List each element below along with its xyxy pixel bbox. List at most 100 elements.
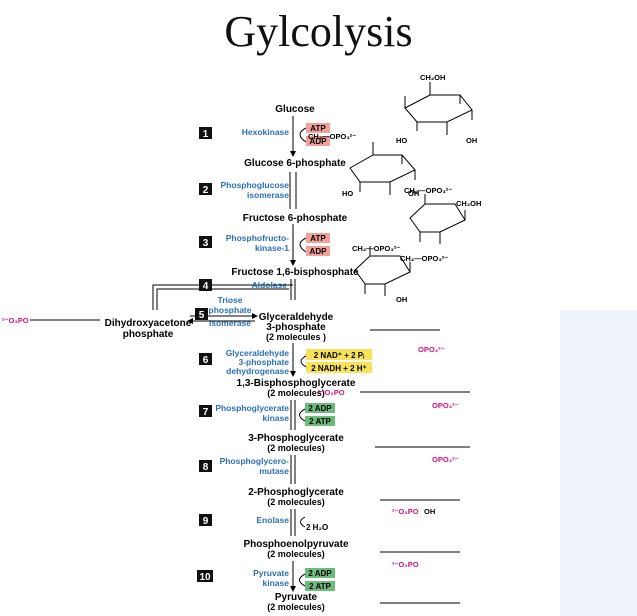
enzyme-phosphoglycero: Phosphoglycero- — [220, 456, 290, 466]
step-number-1: 1 — [203, 129, 209, 140]
metabolite-count-13bpg: (2 molecules) — [267, 388, 325, 398]
enzyme-isomerase-tpi: isomerase — [209, 318, 251, 328]
metabolite-3-phosphoglycerate: 3-Phosphoglycerate — [248, 433, 344, 444]
step-numbers: 1 2 3 4 5 6 7 8 9 10 — [195, 127, 213, 583]
metabolite-count-g3p: (2 molecules ) — [266, 332, 326, 342]
metabolite-fructose-6-phosphate: Fructose 6-phosphate — [243, 213, 348, 224]
curve-step-3 — [299, 237, 307, 253]
cofactor-adp-1: ADP — [310, 137, 328, 146]
metabolite-fructose-1-6-bisphosphate: Fructose 1,6-bisphosphate — [231, 267, 359, 278]
curve-step-1 — [299, 127, 307, 143]
enzyme-pyruvate-kinase: kinase — [263, 578, 290, 588]
step-number-8: 8 — [203, 462, 209, 473]
step-box-3 — [199, 236, 212, 248]
step-box-9 — [199, 514, 212, 526]
enzyme-dehydrogenase: dehydrogenase — [226, 366, 289, 376]
metabolite-phosphoenolpyruvate: Phosphoenolpyruvate — [243, 539, 348, 550]
enzyme-g3p: Glyceraldehyde — [226, 348, 290, 358]
cofactor-atp-7: 2 ATP — [309, 417, 331, 426]
metabolite-2-phosphoglycerate: 2-Phosphoglycerate — [248, 487, 344, 498]
3pg-opo3: OPO₃²⁻ — [432, 455, 459, 464]
f6p-bonds — [419, 194, 466, 244]
g6p-ch2opo3: CH₂—OPO₃²⁻ — [308, 132, 356, 141]
arrow-to-dhap-inner — [156, 288, 289, 310]
cofactor-nad: 2 NAD⁺ + 2 Pᵢ — [314, 351, 364, 360]
arrow-step-7 — [290, 400, 296, 430]
reaction-arrows — [152, 116, 297, 592]
enzyme-pyruvate: Pyruvate — [253, 568, 289, 578]
arrow-step-4 — [290, 279, 296, 300]
enzyme-kinase: kinase — [263, 413, 290, 423]
step-number-2: 2 — [203, 185, 209, 196]
cofactor-boxes: ATP ADP ATP ADP 2 NAD⁺ + 2 Pᵢ 2 NADH + 2… — [305, 123, 372, 591]
step-box-5 — [195, 308, 208, 320]
bpg-po3: ²⁻O₃PO — [318, 388, 345, 397]
enzyme-aldolase: Aldolase — [252, 280, 288, 290]
cofactor-curves — [299, 127, 309, 587]
glucose-ch2oh: CH₂OH — [420, 73, 445, 82]
glucose-bonds — [404, 82, 473, 135]
cofactor-atp-10: 2 ATP — [309, 582, 331, 591]
curve-step-6 — [300, 354, 309, 369]
cofactor-atp-1: ATP — [310, 124, 326, 133]
metabolite-dhap-line2: phosphate — [123, 329, 174, 340]
f16bp-ch2opo3-b: CH₂—OPO₃²⁻ — [400, 254, 448, 263]
cofactor-box-adp-10 — [305, 568, 335, 578]
step-box-4 — [199, 279, 212, 291]
metabolite-glucose-6-phosphate: Glucose 6-phosphate — [244, 158, 346, 169]
step-box-7 — [199, 405, 212, 417]
curve-step-7 — [299, 408, 306, 422]
g6p-ho: HO — [342, 189, 353, 198]
g6p-oh: OH — [408, 189, 419, 198]
f6p-ring — [409, 203, 466, 233]
enzyme-hexokinase: Hexokinase — [242, 127, 290, 137]
cofactor-box-nadh — [306, 362, 372, 373]
pep-po3: ²⁻O₃PO — [392, 560, 419, 569]
bpg-opo3: OPO₃²⁻ — [432, 401, 459, 410]
f6p-ch2oh: CH₂OH — [456, 199, 481, 208]
metabolite-count-3pg: (2 molecules) — [267, 443, 325, 453]
enzyme-mutase: mutase — [259, 466, 289, 476]
cofactor-box-atp-10 — [305, 581, 335, 591]
step-number-6: 6 — [203, 355, 209, 366]
f16bp-oh: OH — [396, 295, 407, 304]
cofactor-adp-10: 2 ADP — [308, 569, 332, 578]
dhap-po3: ²⁻O₃PO — [2, 316, 29, 325]
metabolite-count-pyruvate: (2 molecules) — [267, 602, 325, 612]
step-number-7: 7 — [203, 407, 209, 418]
cofactor-atp-3: ATP — [310, 234, 326, 243]
cofactor-box-adp-3 — [306, 246, 330, 256]
cofactor-adp-7: 2 ADP — [308, 404, 332, 413]
structure-atoms: CH₂OH HO OH CH₂—OPO₃²⁻ HO OH CH₂—OPO₃²⁻ … — [2, 73, 481, 569]
arrow-step-9 — [290, 509, 296, 536]
metabolite-glyceraldehyde-3-phosphate: Glyceraldehyde — [259, 312, 334, 323]
background-panel — [560, 310, 637, 616]
cofactor-box-adp-1 — [306, 136, 330, 146]
enzyme-kinase-1: kinase-1 — [255, 243, 289, 253]
step-box-1 — [199, 127, 212, 139]
glucose-oh: OH — [466, 136, 477, 145]
cofactor-water: 2 H₂O — [306, 523, 328, 532]
step-number-10: 10 — [199, 572, 211, 583]
arrow-to-dhap — [152, 284, 293, 310]
glucose-ho: HO — [396, 136, 407, 145]
cofactor-adp-3: ADP — [310, 247, 328, 256]
enzyme-isomerase: isomerase — [247, 190, 289, 200]
metabolite-count-pep: (2 molecules) — [267, 549, 325, 559]
cofactor-box-nad — [306, 349, 372, 360]
metabolite-pyruvate: Pyruvate — [275, 592, 318, 603]
glucose-ring — [404, 94, 473, 123]
curve-step-9 — [300, 516, 306, 528]
step-number-4: 4 — [203, 281, 209, 292]
metabolite-labels: Glucose Glucose 6-phosphate Fructose 6-p… — [231, 104, 359, 612]
metabolite-1-3-bisphosphoglycerate: 1,3-Bisphosphoglycerate — [237, 378, 356, 389]
f16bp-ch2opo3-a: CH₂—OPO₃²⁻ — [352, 244, 400, 253]
g6p-bonds — [359, 142, 416, 195]
metabolite-count-2pg: (2 molecules) — [267, 497, 325, 507]
arrow-step-8 — [290, 455, 296, 484]
metabolite-dhap: Dihydroxyacetone — [105, 318, 192, 329]
cofactor-box-atp-3 — [306, 233, 330, 243]
cofactor-box-atp-7 — [305, 416, 335, 426]
step-number-9: 9 — [203, 516, 209, 527]
